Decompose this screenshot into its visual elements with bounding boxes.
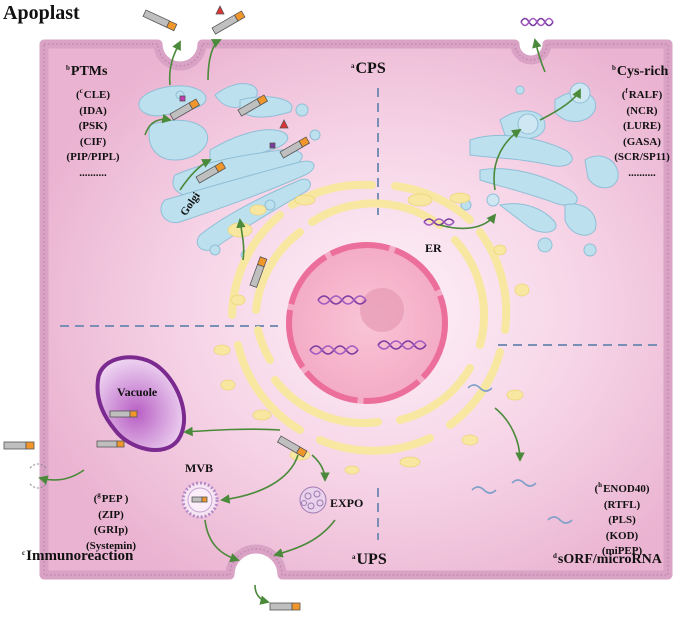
golgi-apparatus [138,83,321,260]
sorf-item: (PLS) [608,514,636,526]
cys-rich-item: .......... [628,166,656,179]
cys-rich-item: (LURE) [623,120,661,132]
ptms-item: .......... [79,166,107,179]
er-label: ER [425,241,442,255]
vacuole [95,355,187,453]
sorf-item: (KOD) [605,529,639,542]
nucleus [286,242,448,404]
immuno-item: (Systemin) [85,539,137,552]
immuno-item: (GRIp) [93,524,129,536]
peptide-molecules [3,5,311,611]
immuno-list: (gPEP ) (ZIP) (GRIp) (Systemin) [76,488,146,554]
immuno-header: cImmunoreaction [22,548,134,564]
cys-rich-item: (SCR/SP11) [614,151,670,163]
vacuole-label: Vacuole [117,385,158,399]
ptms-item: (cCLE) [75,87,111,101]
sorf-item: (hENOD40) [594,481,650,495]
membrane-pore [29,463,47,489]
cps-label: aCPS [351,60,386,77]
sorf-peptides [467,384,573,524]
transport-arrows [38,38,581,605]
ptms-item: (PIP/PIPL) [66,151,120,163]
mvb-label: MVB [185,461,213,475]
ptms-item: (IDA) [79,104,107,117]
quadrant-dividers [60,88,660,540]
immuno-item: (ZIP) [98,508,124,521]
apoplast-title: Apoplast [3,2,80,24]
dna-strands [309,17,554,355]
sorf-header: dsORF/microRNA [553,552,662,567]
sorf-item: (RTFL) [603,498,641,511]
cys-rich-item: (GASA) [623,135,661,148]
ptms-list: (cCLE) (IDA) (PSK) (CIF) (PIP/PIPL).........… [58,84,128,181]
ups-label: aUPS [352,551,387,568]
ptms-header: bPTMs [66,64,108,79]
ptms-item: (PSK) [78,120,108,132]
sorf-list: (hENOD40) (RTFL) (PLS) (KOD) (miPEP) [582,478,662,560]
sorf-item: (miPEP) [601,545,643,557]
cys-rich-list: (fRALF) (NCR) (LURE) (GASA) (SCR/SP11)......… [600,84,684,181]
cys-rich-item: (NCR) [626,104,658,117]
expo-label: EXPO [330,496,364,510]
nucleolus [360,288,404,332]
cys-rich-header: bCys-rich [612,64,669,79]
immuno-item: (gPEP ) [93,491,129,505]
cys-rich-item: (fRALF) [621,87,663,101]
expo [299,486,327,514]
er-vesicles [213,192,530,475]
ptms-item: (CIF) [79,135,107,148]
